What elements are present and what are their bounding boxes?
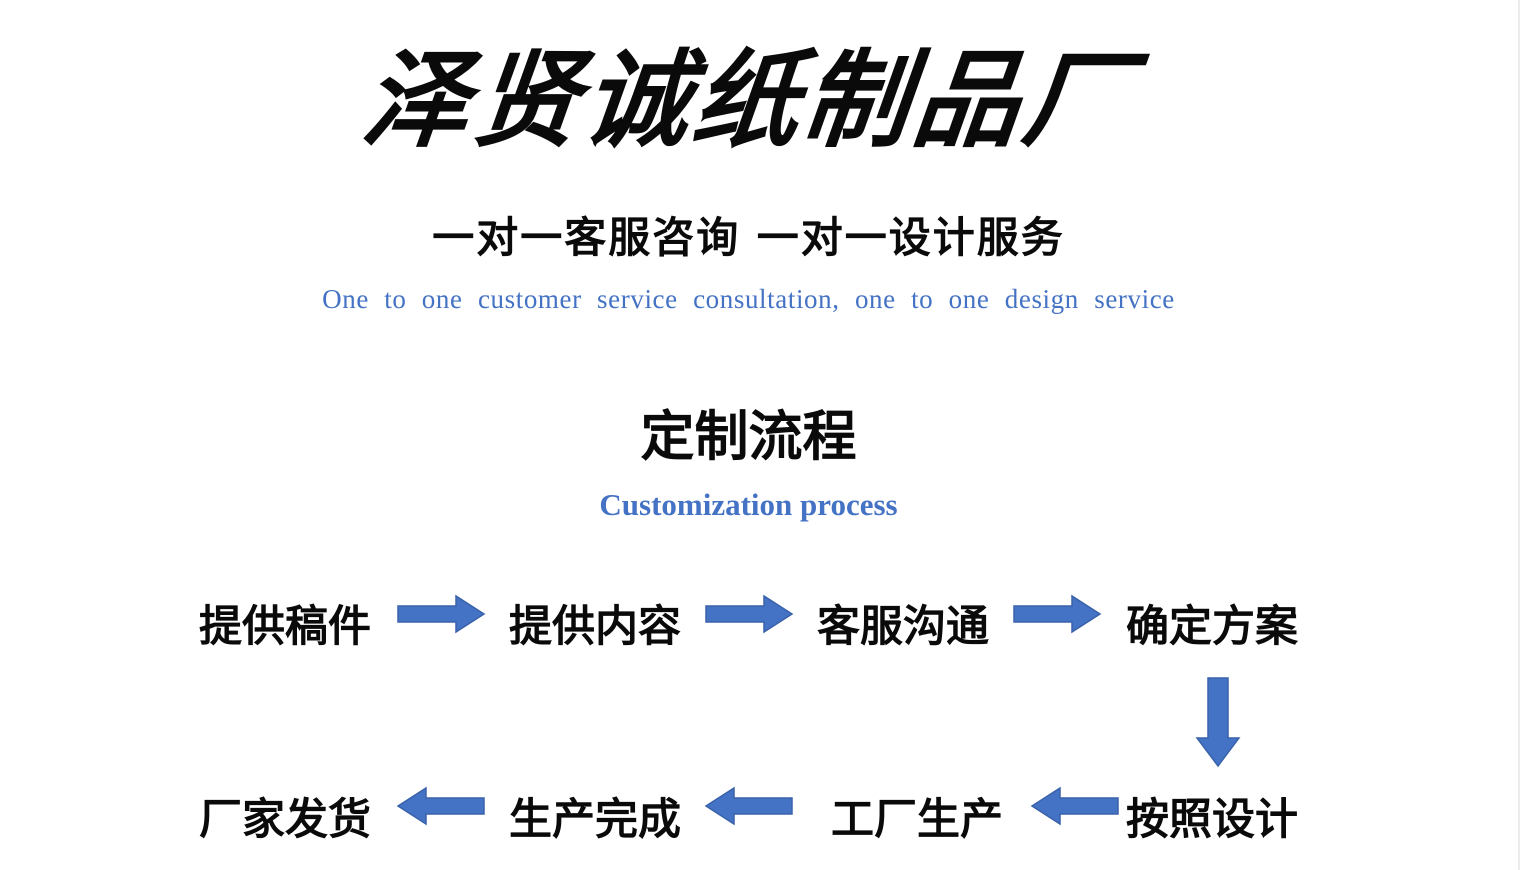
left-arrow-icon	[704, 786, 793, 826]
page-edge-divider	[1518, 0, 1520, 870]
service-slogan-english: One to one customer service consultation…	[322, 284, 1175, 314]
step-8-factory-shipping: 厂家发货	[199, 795, 371, 845]
left-arrow-icon	[1030, 786, 1119, 826]
step-1-provide-draft: 提供稿件	[199, 602, 371, 652]
right-arrow-icon	[397, 594, 486, 634]
step-5-follow-design: 按照设计	[1126, 795, 1298, 845]
step-3-customer-service: 客服沟通	[817, 602, 989, 652]
right-arrow-icon	[705, 594, 794, 634]
step-7-production-complete: 生产完成	[509, 795, 681, 845]
right-arrow-icon	[1013, 594, 1102, 634]
brand-title: 泽贤诚纸制品厂	[356, 37, 1141, 162]
process-subtitle: Customization process	[599, 487, 898, 522]
process-title: 定制流程	[640, 405, 857, 468]
down-arrow-icon	[1195, 677, 1241, 768]
left-arrow-icon	[396, 786, 485, 826]
step-4-confirm-plan: 确定方案	[1126, 602, 1298, 652]
step-2-provide-content: 提供内容	[509, 602, 681, 652]
step-6-factory-production: 工厂生产	[831, 795, 1003, 845]
service-slogan-chinese: 一对一客服咨询 一对一设计服务	[432, 213, 1065, 262]
